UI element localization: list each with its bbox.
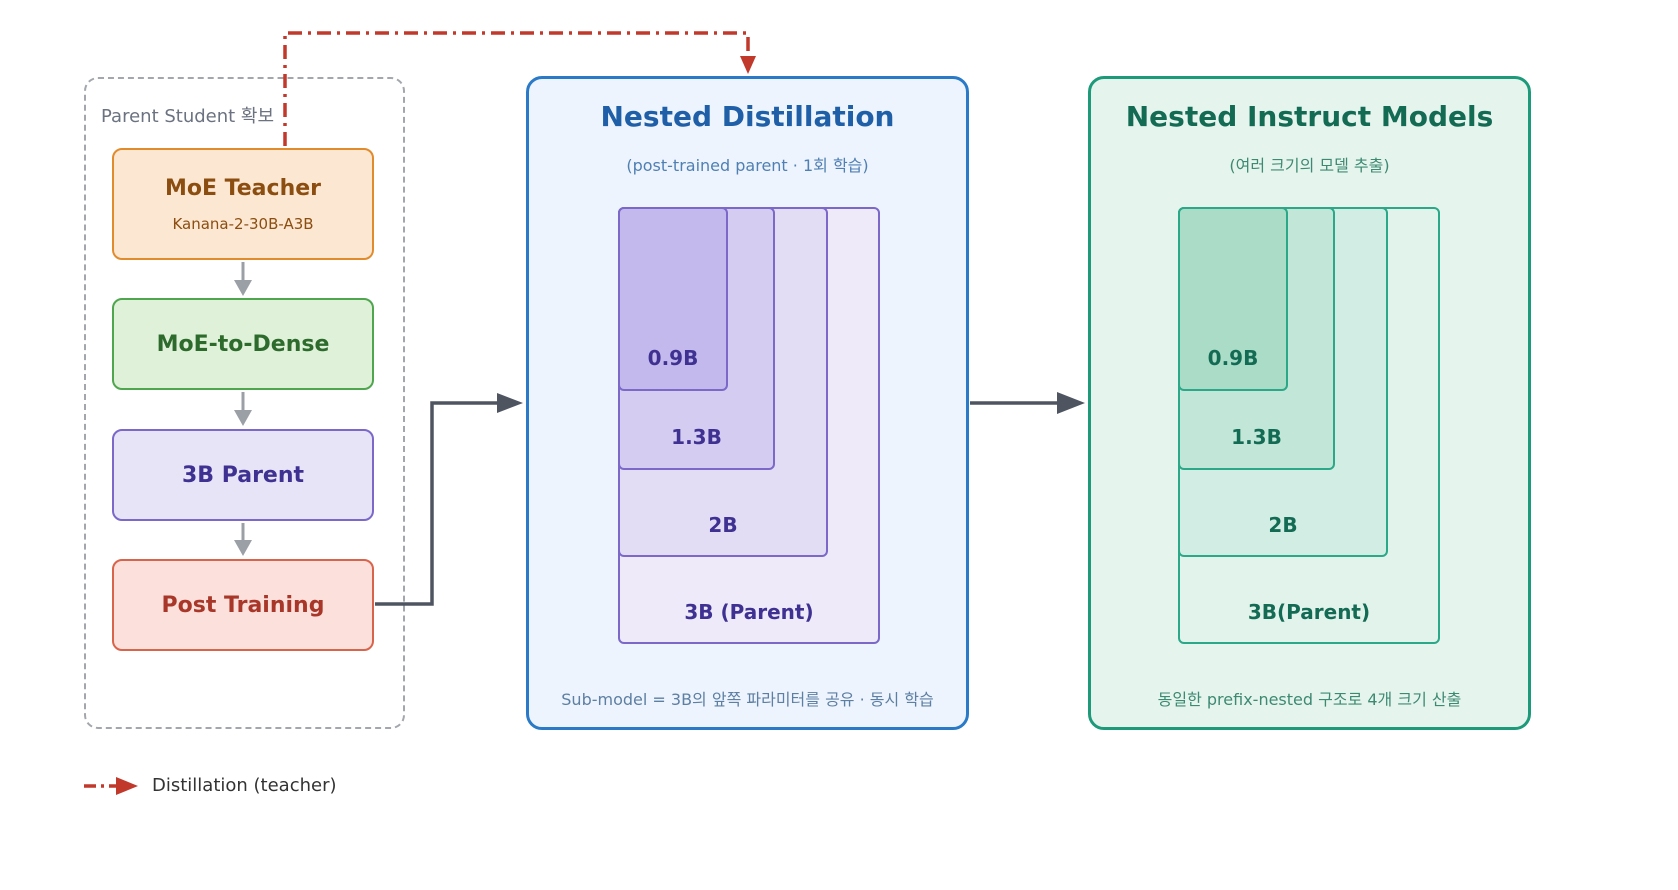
instruct-nested-0-9b	[1178, 207, 1288, 391]
instruct-label-3b: 3B(Parent)	[1247, 600, 1371, 624]
moe-to-dense-box: MoE-to-Dense	[112, 298, 374, 390]
instruct-subtitle: (여러 크기의 모델 추출)	[1229, 156, 1390, 175]
moe-teacher-title: MoE Teacher	[164, 175, 322, 201]
moe-teacher-subtitle: Kanana-2-30B-A3B	[172, 214, 314, 233]
post-training-box: Post Training	[112, 559, 374, 651]
distill-label-1-3b: 1.3B	[671, 425, 722, 449]
distillation-title: Nested Distillation	[600, 100, 895, 133]
post-training-title: Post Training	[161, 592, 325, 618]
distill-label-3b: 3B (Parent)	[684, 600, 814, 624]
flow-arrow-to-distillation	[375, 393, 523, 606]
parent-student-group	[84, 77, 405, 729]
teacher-distillation-arrow	[283, 31, 756, 146]
step-arrow-3	[234, 523, 252, 556]
group-label: Parent Student 확보	[101, 106, 275, 127]
distill-label-2b: 2B	[708, 513, 738, 537]
instruct-title: Nested Instruct Models	[1125, 100, 1494, 133]
legend-label: Distillation (teacher)	[152, 775, 337, 796]
legend-dashed-arrow-icon	[84, 777, 138, 795]
flow-arrow-to-instruct	[970, 392, 1085, 414]
instruct-note: 동일한 prefix-nested 구조로 4개 크기 산출	[1157, 690, 1462, 709]
distillation-note: Sub-model = 3B의 앞쪽 파라미터를 공유 · 동시 학습	[561, 690, 934, 709]
instruct-label-0-9b: 0.9B	[1207, 346, 1259, 370]
distill-label-0-9b: 0.9B	[647, 346, 699, 370]
step-arrow-2	[234, 392, 252, 426]
instruct-label-2b: 2B	[1268, 513, 1298, 537]
parent-3b-title: 3B Parent	[181, 462, 305, 488]
instruct-label-1-3b: 1.3B	[1231, 425, 1282, 449]
moe-to-dense-title: MoE-to-Dense	[156, 331, 330, 357]
distillation-subtitle: (post-trained parent · 1회 학습)	[626, 156, 869, 175]
step-arrow-1	[234, 262, 252, 296]
parent-3b-box: 3B Parent	[112, 429, 374, 521]
distill-nested-0-9b	[618, 207, 728, 391]
moe-teacher-box: MoE Teacher Kanana-2-30B-A3B	[112, 148, 374, 260]
